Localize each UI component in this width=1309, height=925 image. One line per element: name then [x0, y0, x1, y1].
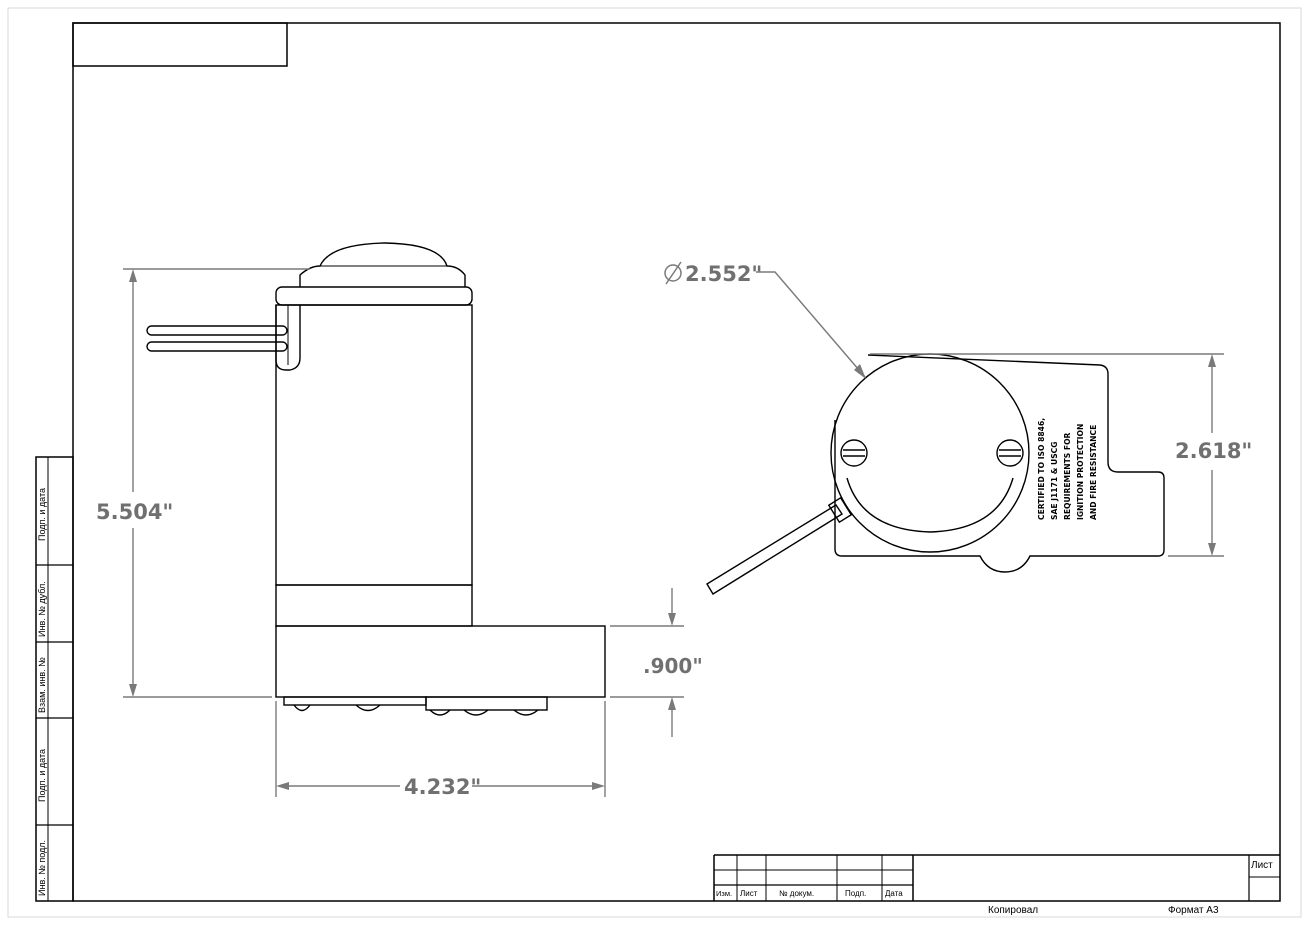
pump-lower-band	[275, 584, 473, 627]
inner-rim	[846, 477, 1014, 533]
cert-line-1: CERTIFIED TO ISO 8846,	[1037, 418, 1046, 520]
top-left-box	[72, 22, 288, 67]
side-strip: Подп. и дата Инв. № дубл. Взам. инв. № П…	[35, 456, 74, 902]
bottom-plate-right	[425, 696, 548, 711]
sheet-label: Лист	[1251, 860, 1273, 871]
top-dimensions	[756, 271, 1224, 557]
col-doc-num: № докум.	[779, 889, 814, 898]
foot	[293, 704, 311, 712]
strip-label-1: Подп. и дата	[37, 488, 47, 541]
wire-upper	[146, 325, 288, 336]
dim-diameter: 2.552"	[685, 262, 762, 286]
top-view	[706, 353, 1165, 595]
screw-right	[996, 439, 1024, 467]
cert-line-4: IGNITION PROTECTION	[1076, 424, 1085, 520]
copied-label: Копировал	[988, 905, 1038, 916]
cert-line-3: REQUIREMENTS FOR	[1063, 432, 1072, 520]
pump-body	[275, 304, 473, 586]
foot	[429, 709, 451, 716]
drawing-frame	[72, 22, 1281, 902]
pump-top-circle	[830, 353, 1030, 553]
side-dimensions	[123, 268, 684, 797]
title-block: Изм. Лист № докум. Подп. Дата Лист Копир…	[713, 854, 1280, 916]
pump-dome	[299, 242, 466, 287]
paper-edge	[7, 7, 1302, 918]
foot	[463, 709, 489, 716]
certification-label: CERTIFIED TO ISO 8846, SAE J1171 & USCG …	[1037, 418, 1098, 520]
diameter-icon	[664, 261, 682, 285]
col-list: Лист	[740, 889, 758, 898]
foot	[355, 704, 381, 712]
screw-left	[840, 439, 868, 467]
wire-boss	[275, 305, 301, 371]
format-label: Формат А3	[1168, 905, 1219, 916]
outlet-tube	[706, 504, 843, 595]
col-sign: Подп.	[845, 889, 866, 898]
dim-width: 4.232"	[404, 775, 481, 799]
strip-label-4: Подп. и дата	[37, 749, 47, 802]
dim-base-thickness: .900"	[643, 654, 703, 678]
side-view	[146, 242, 606, 716]
cert-line-2: SAE J1171 & USCG	[1050, 442, 1059, 521]
strip-label-5: Инв. № подл.	[37, 840, 47, 896]
cert-line-5: AND FIRE RESISTANCE	[1089, 425, 1098, 520]
outlet-fitting	[827, 496, 853, 524]
housing-outline	[834, 354, 1165, 573]
col-date: Дата	[885, 889, 903, 898]
pump-base	[275, 625, 606, 698]
dim-top-height: 2.618"	[1175, 439, 1252, 463]
strip-label-2: Инв. № дубл.	[37, 581, 47, 637]
dim-height: 5.504"	[96, 500, 173, 524]
pump-flange	[275, 286, 473, 306]
col-izm: Изм.	[716, 889, 732, 898]
foot	[513, 709, 539, 716]
strip-label-3: Взам. инв. №	[37, 657, 47, 713]
wire-lower	[146, 341, 288, 352]
bottom-plate-left	[283, 696, 427, 706]
